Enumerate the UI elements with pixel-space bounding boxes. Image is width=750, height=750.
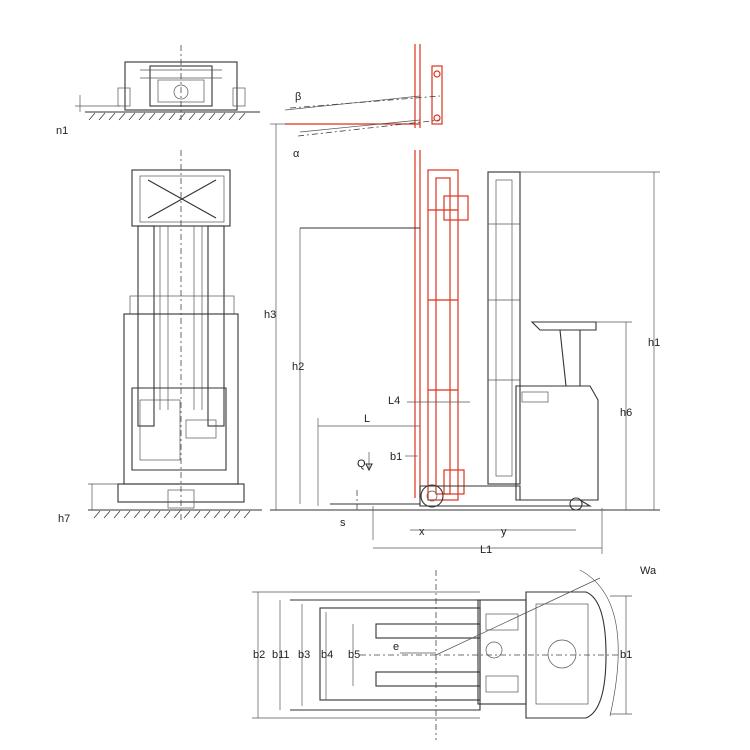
dim-b4: b4 [321,649,333,661]
dim-L4: L4 [388,395,400,407]
truck-body [419,321,599,511]
dim-x: x [419,526,425,538]
dim-Q: Q [357,458,366,470]
dim-b2: b2 [253,649,265,661]
fork-tilt-detail: β α [284,44,443,160]
plan-view: b2 b11 b3 b4 b5 e Wa b1 [252,565,657,740]
dim-h2: h2 [292,361,304,373]
dim-b5: b5 [348,649,360,661]
dim-h1: h1 [648,337,660,349]
dim-h3: h3 [264,309,276,321]
dim-s: s [340,517,346,529]
dim-Wa: Wa [640,565,657,577]
dim-b1-side: b1 [390,451,402,463]
dim-b3: b3 [298,649,310,661]
angle-beta: β [295,91,301,103]
dim-e: e [393,641,399,653]
dim-b1-plan: b1 [620,649,632,661]
side-elevation: β α h3 h2 [264,44,660,556]
dim-L: L [364,413,370,425]
dim-n1: n1 [56,125,68,137]
small-front-elevation: n1 [56,45,260,137]
ground-hatch [88,112,246,121]
ground-hatch-front [93,510,251,519]
dim-L1: L1 [480,544,492,556]
retracted-mast [487,171,521,485]
angle-alpha: α [293,148,300,160]
dim-y: y [501,526,507,538]
dim-h6: h6 [620,407,632,419]
extended-mast [414,150,469,501]
dim-h7: h7 [58,513,70,525]
front-elevation: h7 [58,150,262,525]
dim-b11: b11 [272,649,290,661]
